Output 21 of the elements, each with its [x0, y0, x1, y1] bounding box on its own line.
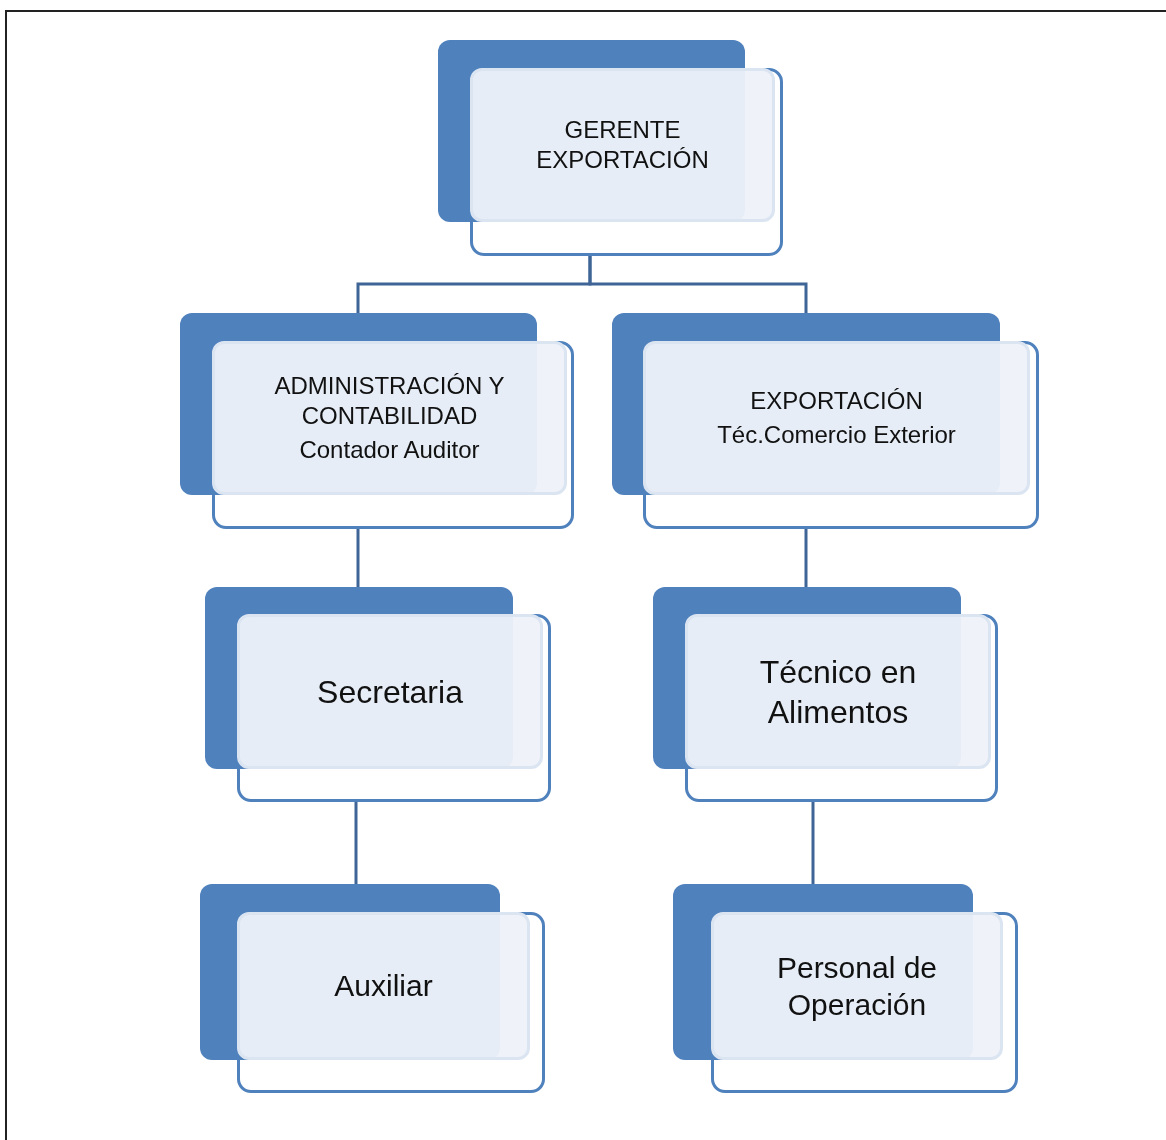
- box-label: GERENTE EXPORTACIÓN: [535, 115, 710, 175]
- box-label: Contador Auditor: [299, 435, 480, 465]
- org-chart-box: [612, 313, 1039, 529]
- connector-line: [354, 802, 358, 884]
- box-label: Técnico en Alimentos: [758, 652, 918, 732]
- connector-line: [588, 256, 808, 313]
- box-label: Téc.Comercio Exterior: [717, 420, 956, 450]
- org-chart-box: [200, 884, 545, 1093]
- org-chart-box: [438, 40, 783, 256]
- connector-line: [804, 529, 808, 587]
- org-chart-box: [673, 884, 1018, 1093]
- box-label: Secretaria: [317, 672, 463, 712]
- box-label: Personal de Operación: [775, 949, 939, 1023]
- box-label: Auxiliar: [334, 968, 433, 1005]
- org-chart-box: [180, 313, 574, 529]
- connector-line: [811, 802, 815, 884]
- box-label: ADMINISTRACIÓN Y CONTABILIDAD: [273, 371, 506, 431]
- org-chart-box: [205, 587, 551, 802]
- box-label: EXPORTACIÓN: [750, 386, 923, 416]
- connector-line: [356, 529, 360, 587]
- org-chart-box: [653, 587, 998, 802]
